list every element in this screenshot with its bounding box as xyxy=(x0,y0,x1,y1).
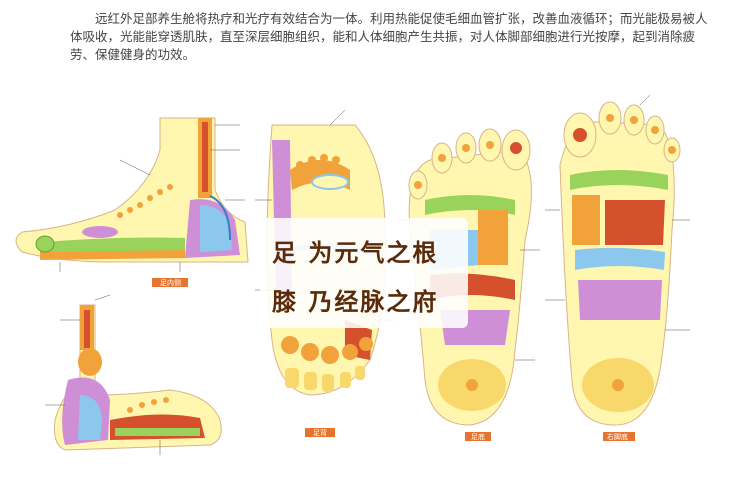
slogan-line-1: 足 为元气之根 xyxy=(272,239,439,267)
inner-side-foot-diagram: 足内侧 xyxy=(15,117,249,287)
slogan-overlay xyxy=(260,218,468,328)
caption-sole-right: 右脚底 xyxy=(607,432,628,441)
caption-top-of-foot: 足背 xyxy=(313,428,327,437)
slogan-line-2: 膝 乃经脉之府 xyxy=(272,288,439,316)
caption-inner-side: 足内侧 xyxy=(160,278,181,287)
right-sole-diagram: 右脚底 xyxy=(545,94,690,441)
intro-paragraph: 远红外足部养生舱将热疗和光疗有效结合为一体。利用热能促使毛细血管扩张，改善血液循… xyxy=(70,11,708,62)
outer-side-foot-diagram xyxy=(45,294,222,455)
caption-sole-left: 足底 xyxy=(471,432,485,441)
